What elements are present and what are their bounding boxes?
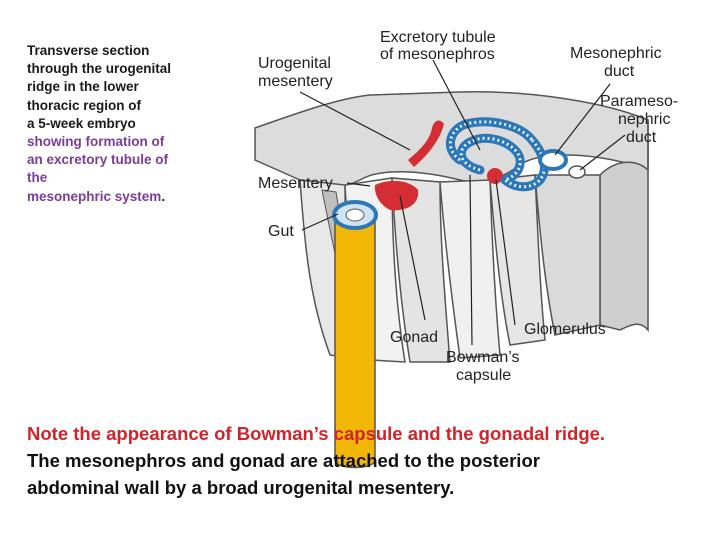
label-excretory-tubule-1: Excretory tubule xyxy=(380,29,496,46)
label-gonad: Gonad xyxy=(390,329,438,346)
label-parameso-2: nephric xyxy=(618,111,670,128)
caption-line-highlight: an excretory tubule of xyxy=(27,152,169,168)
label-parameso-1: Parameso- xyxy=(600,93,678,110)
caption-line: ridge in the lower xyxy=(27,79,139,95)
caption-period: . xyxy=(161,188,166,204)
note-line: abdominal wall by a broad urogenital mes… xyxy=(27,477,455,498)
label-mesonephric-2: duct xyxy=(604,63,635,80)
note-line: The mesonephros and gonad are attached t… xyxy=(27,450,540,471)
label-parameso-3: duct xyxy=(626,129,657,146)
caption-line: thoracic region of xyxy=(27,97,142,113)
gut-tube xyxy=(334,214,376,469)
caption-line: a 5-week embryo xyxy=(27,115,136,131)
caption-line: through the urogenital xyxy=(27,61,171,77)
label-excretory-tubule-2: of mesonephros xyxy=(380,46,495,63)
label-mesentery: Mesentery xyxy=(258,175,333,192)
label-glomerulus: Glomerulus xyxy=(524,321,606,338)
dorsal-vessel xyxy=(408,120,444,167)
label-bowman-1: Bowman’s xyxy=(446,349,520,366)
label-mesonephric-1: Mesonephric xyxy=(570,45,662,62)
figure-caption: Transverse section through the urogenita… xyxy=(27,42,217,206)
label-urogenital-2: mesentery xyxy=(258,73,333,90)
caption-line: Transverse section xyxy=(27,43,150,58)
mesonephric-duct xyxy=(538,149,568,171)
leader-lines xyxy=(299,59,626,346)
gut-lumen xyxy=(345,208,365,222)
label-bowman-2: capsule xyxy=(456,367,511,384)
gonad-vessel xyxy=(374,180,419,211)
caption-line-highlight: the xyxy=(27,170,48,186)
label-gut: Gut xyxy=(268,223,294,240)
caption-last-line: mesonephric system. xyxy=(27,188,217,206)
label-urogenital-1: Urogenital xyxy=(258,55,331,72)
glomerulus-knot xyxy=(487,168,503,184)
caption-line-highlight: mesonephric system xyxy=(27,188,162,204)
note-line-highlight: Note the appearance of Bowman’s capsule … xyxy=(27,423,606,444)
note-text: Note the appearance of Bowman’s capsule … xyxy=(27,420,717,501)
caption-line-highlight: showing formation of xyxy=(27,134,165,150)
